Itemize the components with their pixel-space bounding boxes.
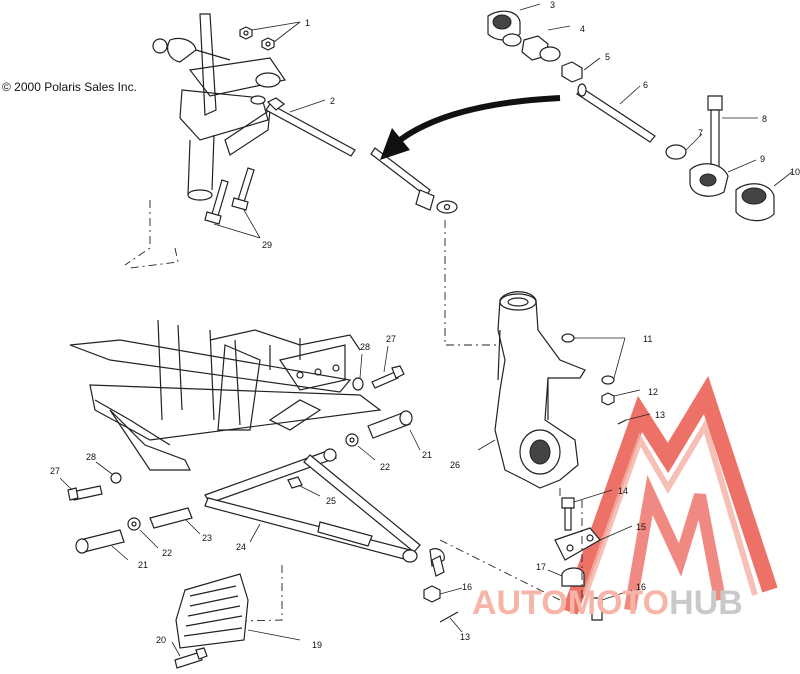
watermark-text: AUTOMOTOHUB <box>472 586 743 620</box>
callout-28a: 28 <box>360 342 370 352</box>
callout-25: 25 <box>326 496 336 506</box>
hardware-lower-center <box>423 555 463 633</box>
hardware-11-13 <box>561 333 651 425</box>
callout-3: 3 <box>550 0 555 10</box>
hardware-left <box>59 461 159 561</box>
callout-19: 19 <box>312 640 322 650</box>
direction-arrow <box>380 95 561 160</box>
callout-16b: 16 <box>462 582 472 592</box>
callout-8: 8 <box>762 114 767 124</box>
callout-27b: 27 <box>50 466 60 476</box>
callout-6: 6 <box>643 80 648 90</box>
callout-21a: 21 <box>422 450 432 460</box>
bolts-29 <box>204 167 261 239</box>
callout-7: 7 <box>698 128 703 138</box>
watermark-logo <box>562 375 778 615</box>
callout-29: 29 <box>262 240 272 250</box>
callout-20: 20 <box>156 635 166 645</box>
hardware-27-28-right <box>352 345 405 391</box>
nut-pair-1 <box>239 21 301 51</box>
callout-17: 17 <box>536 562 546 572</box>
watermark-word-moto: MOTO <box>567 584 670 622</box>
callout-13b: 13 <box>460 632 470 642</box>
watermark-word-auto: AUTO <box>472 584 568 622</box>
callout-22a: 22 <box>380 462 390 472</box>
callout-23: 23 <box>202 533 212 543</box>
callout-22b: 22 <box>162 548 172 558</box>
frame-section <box>69 319 382 471</box>
a-arm <box>149 448 445 567</box>
callout-16a: 16 <box>636 582 646 592</box>
callout-4: 4 <box>580 24 585 34</box>
callout-2: 2 <box>330 96 335 106</box>
link-line-lower <box>439 539 561 601</box>
bushing-assembly-top <box>487 3 793 222</box>
copyright-text: © 2000 Polaris Sales Inc. <box>2 80 137 94</box>
pivot-tube-right <box>345 410 421 461</box>
callout-5: 5 <box>605 52 610 62</box>
callout-14: 14 <box>618 486 628 496</box>
callout-labels: 1 2 3 4 5 6 7 8 9 10 11 12 13 14 15 16 1… <box>50 0 800 650</box>
watermark-word-hub: HUB <box>669 584 743 622</box>
callout-13a: 13 <box>655 410 665 420</box>
callout-12: 12 <box>648 387 658 397</box>
steering-post-group <box>124 13 286 269</box>
callout-24: 24 <box>236 542 246 552</box>
callout-21b: 21 <box>138 560 148 570</box>
callout-11: 11 <box>643 334 652 344</box>
callout-26: 26 <box>450 460 460 470</box>
callout-10: 10 <box>790 167 800 177</box>
callout-28b: 28 <box>86 452 96 462</box>
skid-guard <box>171 573 301 669</box>
ball-joint-hardware <box>547 489 633 621</box>
spindle-knuckle <box>477 291 586 500</box>
callout-9: 9 <box>760 154 765 164</box>
callout-27a: 27 <box>386 334 396 344</box>
callout-15: 15 <box>636 522 646 532</box>
link-line-upper <box>444 220 500 346</box>
callout-1: 1 <box>305 18 310 28</box>
tie-rod <box>265 97 458 214</box>
